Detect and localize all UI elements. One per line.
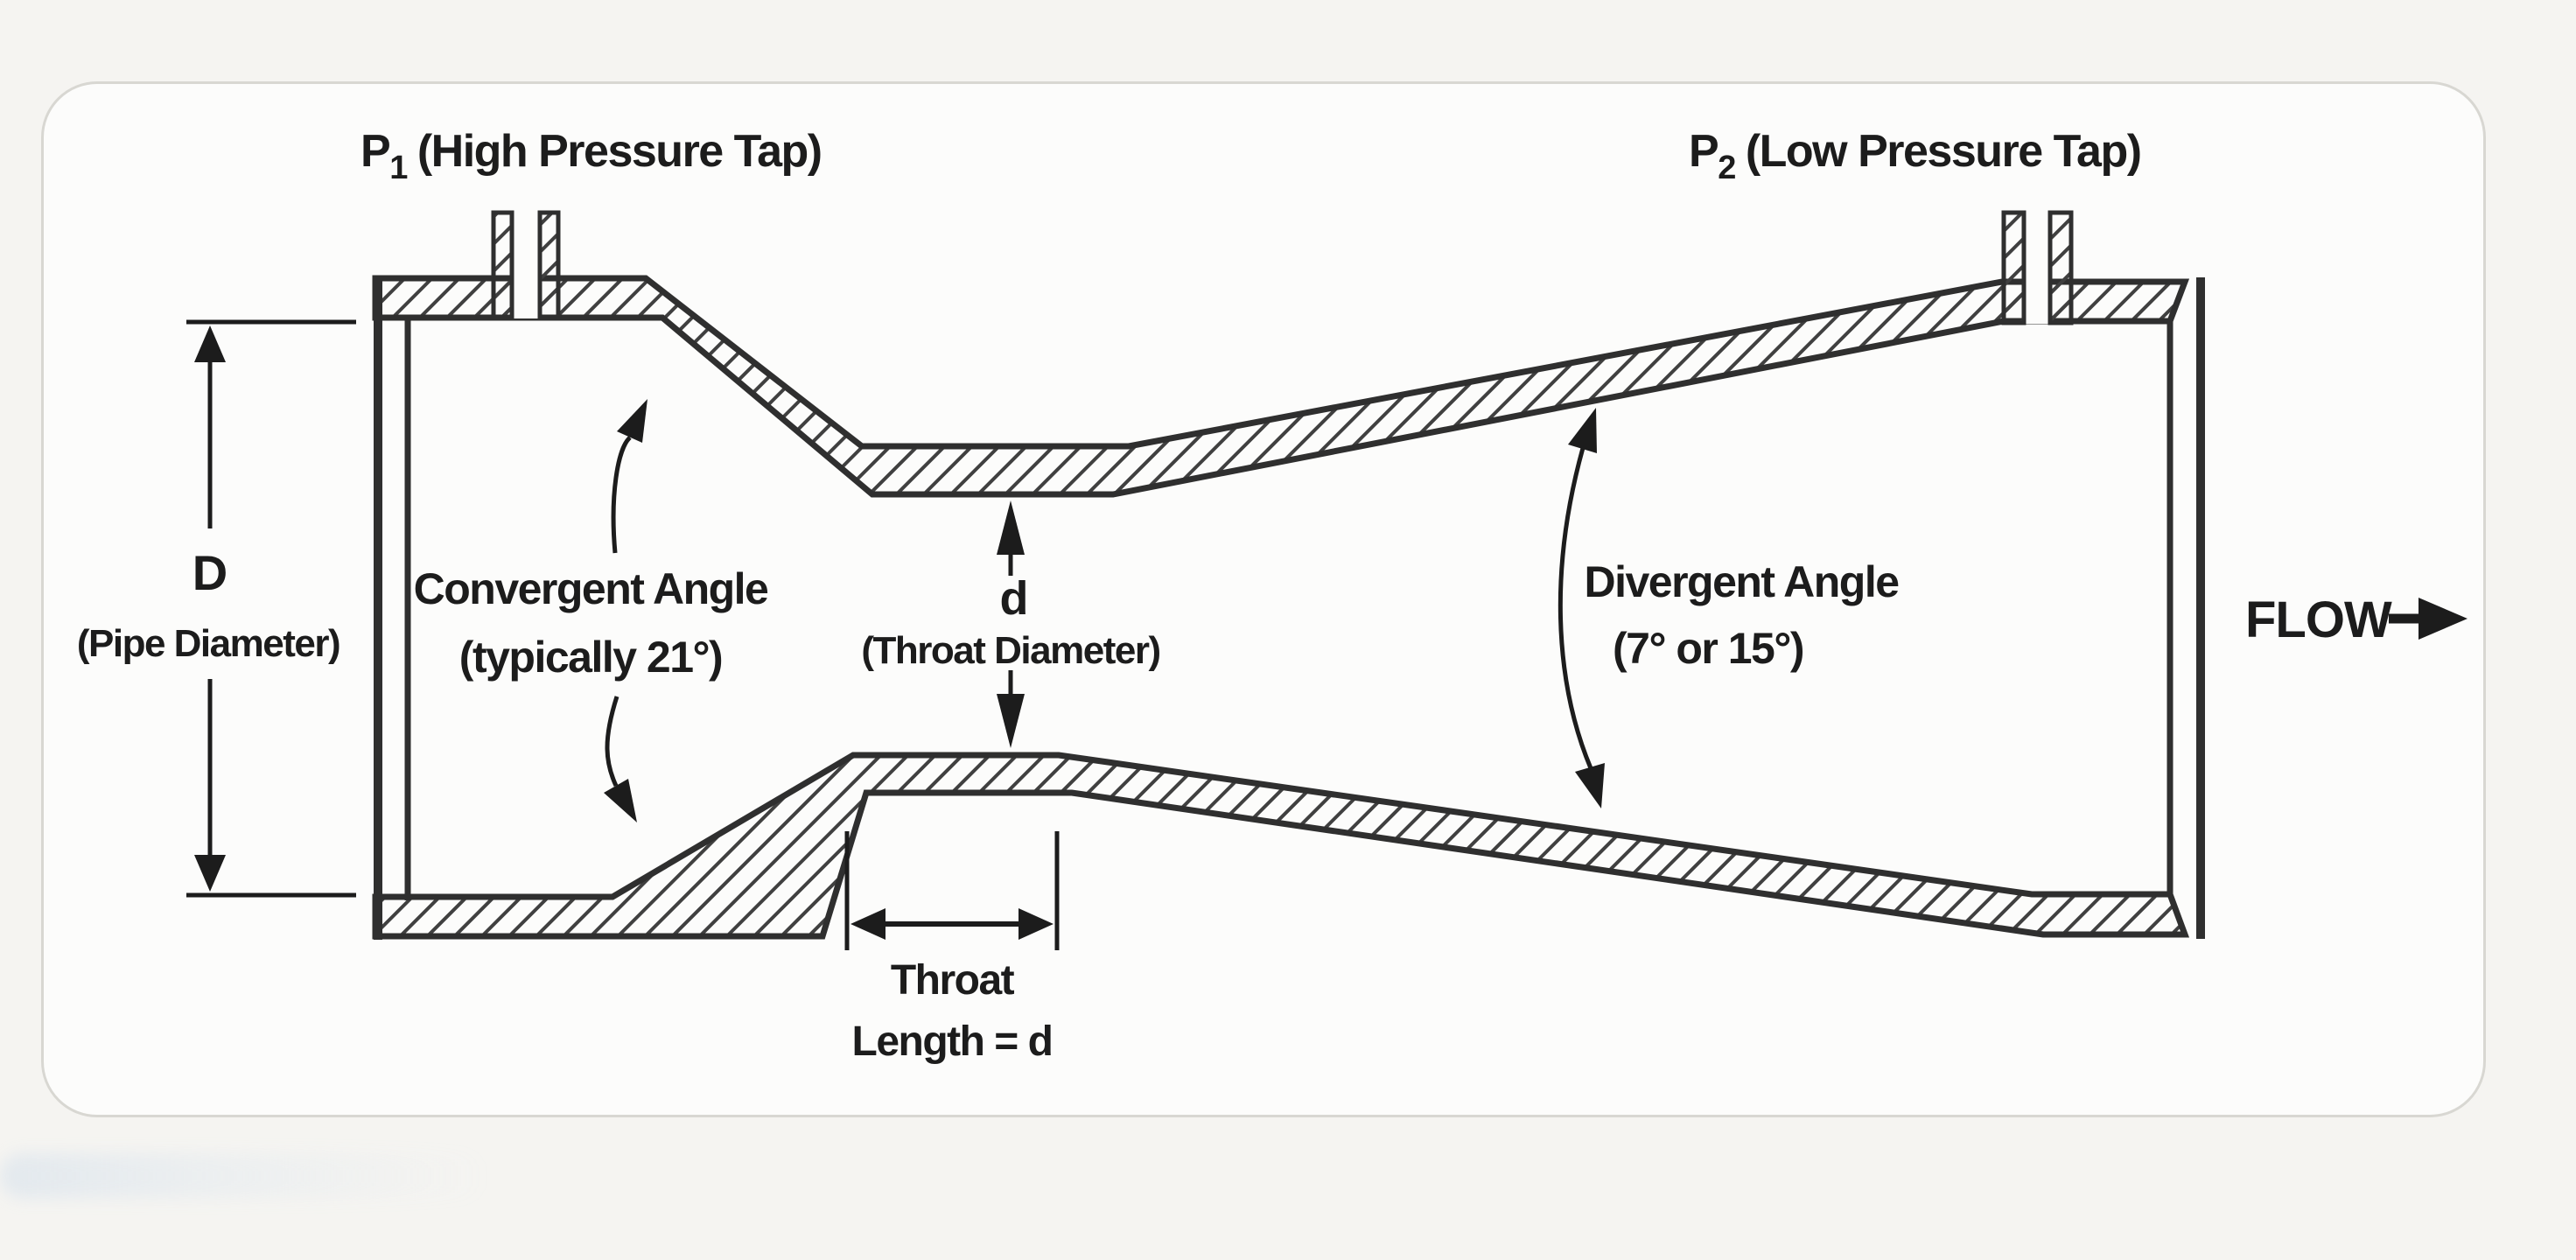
- throat-length-arrowhead-right: [1018, 908, 1054, 940]
- flow-label: FLOW: [2245, 592, 2392, 648]
- pipe-diameter-symbol: D: [192, 545, 228, 600]
- p1-symbol: P: [360, 126, 389, 177]
- convergent-angle-label-line2: (typically 21°): [459, 633, 722, 682]
- diagram-labels: P1(High Pressure Tap) P2(Low Pressure Ta…: [77, 126, 2393, 1065]
- throat-length-label-line1: Throat: [891, 957, 1015, 1004]
- p1-label: P1(High Pressure Tap): [360, 126, 822, 186]
- p1-tap-bore: [511, 215, 541, 318]
- p2-symbol: P: [1689, 126, 1718, 177]
- p2-tap-left-wall: [2001, 210, 2026, 326]
- divergent-upper-arrowhead: [1568, 408, 1597, 453]
- p1-caption: (High Pressure Tap): [417, 126, 822, 177]
- venturi-walls: [372, 210, 2205, 940]
- diagram-card: [41, 81, 2486, 1117]
- dimension-lines: [186, 319, 2426, 950]
- p2-caption: (Low Pressure Tap): [1746, 126, 2141, 177]
- convergent-angle-label-line1: Convergent Angle: [414, 564, 768, 613]
- convergent-upper-arrowhead: [617, 399, 648, 443]
- convergent-lower-leader: [605, 696, 620, 788]
- p2-tap-right-wall: [2048, 210, 2074, 326]
- pipe-diameter-arrowhead-up: [194, 326, 226, 362]
- throat-length-arrowhead-left: [850, 908, 886, 940]
- throat-length-label-line2: Length = d: [852, 1018, 1053, 1065]
- divergent-angle-label-line2: (7° or 15°): [1613, 624, 1803, 673]
- convergent-upper-leader: [611, 436, 632, 554]
- p2-tap-bore: [2023, 215, 2051, 324]
- pipe-diameter-arrowhead-down: [194, 855, 226, 892]
- throat-diameter-arrowhead-up: [997, 500, 1025, 555]
- throat-diameter-arrowhead-down: [997, 694, 1025, 748]
- flow-arrowhead: [2418, 598, 2468, 640]
- divergent-angle-arc: [1558, 447, 1593, 769]
- p2-subscript: 2: [1718, 150, 1735, 186]
- p1-subscript: 1: [389, 150, 408, 186]
- divergent-lower-arrowhead: [1575, 763, 1605, 808]
- p1-tap-right-wall: [537, 210, 561, 319]
- convergent-lower-arrowhead: [604, 779, 637, 822]
- p2-label: P2 (Low Pressure Tap): [1689, 126, 2141, 186]
- pipe-diameter-caption: (Pipe Diameter): [77, 622, 340, 665]
- divergent-angle-label-line1: Divergent Angle: [1584, 557, 1899, 606]
- arrow-heads: [194, 326, 2468, 940]
- throat-diameter-caption: (Throat Diameter): [861, 629, 1159, 672]
- p1-tap-left-wall: [491, 210, 514, 319]
- watermark-smudge: [0, 1153, 490, 1199]
- throat-diameter-symbol: d: [1000, 572, 1029, 625]
- bottom-wall: [372, 752, 2190, 940]
- top-wall: [372, 275, 2190, 498]
